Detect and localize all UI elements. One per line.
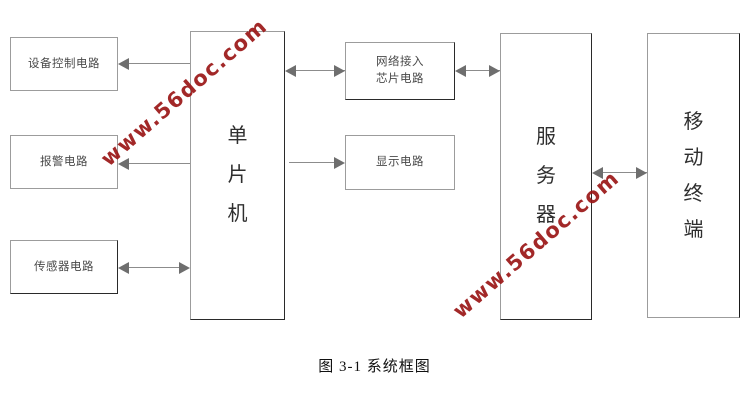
block-display-circuit-label: 显示电路 bbox=[376, 156, 424, 168]
connector-server-mobile bbox=[596, 172, 647, 174]
block-server-label: 服 务 器 bbox=[536, 126, 556, 226]
connector-mcu-to-display bbox=[289, 162, 341, 164]
block-mobile-terminal[interactable]: 移 动 终 端 bbox=[647, 33, 740, 318]
arrowhead-network-from-mcu bbox=[334, 65, 345, 77]
arrowhead-mcu-from-sensor bbox=[179, 262, 190, 274]
arrowhead-alarm bbox=[118, 158, 129, 170]
block-mcu-label: 单 片 机 bbox=[227, 125, 248, 225]
arrowhead-mcu-from-network bbox=[285, 65, 296, 77]
block-network-access-chip-circuit[interactable]: 网络接入 芯片电路 bbox=[345, 42, 455, 100]
arrowhead-mobile-from-server bbox=[636, 167, 647, 179]
block-device-control-circuit[interactable]: 设备控制电路 bbox=[10, 37, 118, 91]
block-sensor-circuit-label: 传感器电路 bbox=[34, 260, 94, 273]
block-alarm-circuit-label: 报警电路 bbox=[40, 155, 88, 168]
block-mcu[interactable]: 单 片 机 bbox=[190, 31, 285, 320]
block-device-control-circuit-label: 设备控制电路 bbox=[28, 57, 100, 70]
block-alarm-circuit[interactable]: 报警电路 bbox=[10, 135, 118, 189]
connector-sensor-mcu bbox=[122, 267, 188, 269]
block-server[interactable]: 服 务 器 bbox=[500, 33, 592, 320]
block-display-circuit[interactable]: 显示电路 bbox=[345, 135, 455, 190]
arrowhead-server-from-network bbox=[489, 65, 500, 77]
arrowhead-display bbox=[334, 157, 345, 169]
arrowhead-network-from-server bbox=[455, 65, 466, 77]
figure-caption: 图 3-1 系统框图 bbox=[318, 359, 431, 375]
arrowhead-sensor bbox=[118, 262, 129, 274]
connector-mcu-to-device-control bbox=[122, 63, 190, 65]
connector-network-server bbox=[459, 70, 500, 72]
connector-mcu-to-alarm bbox=[122, 163, 190, 165]
block-sensor-circuit[interactable]: 传感器电路 bbox=[10, 240, 118, 294]
arrowhead-device-control bbox=[118, 58, 129, 70]
arrowhead-server-from-mobile bbox=[592, 167, 603, 179]
block-mobile-terminal-label: 移 动 终 端 bbox=[683, 110, 704, 241]
block-network-access-chip-circuit-label: 网络接入 芯片电路 bbox=[376, 56, 424, 85]
connector-mcu-network bbox=[289, 70, 345, 72]
